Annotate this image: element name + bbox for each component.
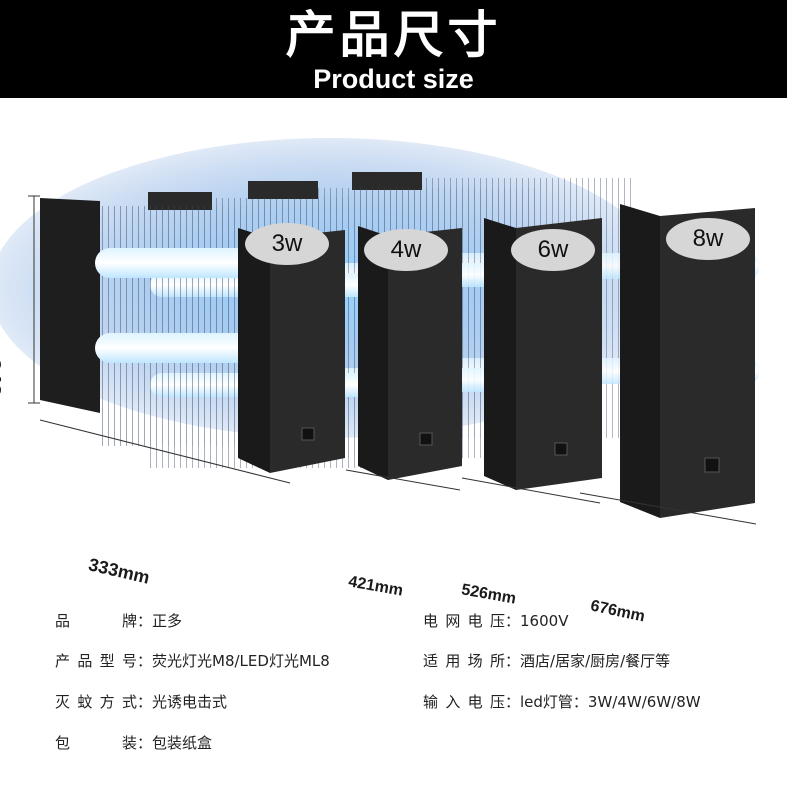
spec-value: 正多 <box>152 612 183 630</box>
spec-model: 产品型号：荧光灯光M8/LED灯光ML8 <box>55 652 330 670</box>
badge-6w: 6w <box>511 229 595 271</box>
spec-value: 光诱电击式 <box>152 693 228 711</box>
spec-value: led灯管：3W/4W/6W/8W <box>520 693 701 711</box>
page-subtitle: Product size <box>313 64 474 94</box>
device-6w-endcap <box>484 218 602 490</box>
badge-8w: 8w <box>666 218 750 260</box>
spec-label: 适用场所 <box>423 652 505 670</box>
spec-label: 电网电压 <box>423 612 505 630</box>
spec-usage: 适用场所：酒店/居家/厨房/餐厅等 <box>423 652 671 670</box>
width-dimension-lines <box>39 419 757 525</box>
device-4w-endcap <box>358 226 462 480</box>
page-title: 产品尺寸 <box>285 6 502 64</box>
spec-label: 包装 <box>55 734 137 752</box>
spec-label: 输入电压 <box>423 693 505 711</box>
product-illustration: 3w 4w 6w 8w 243mm 333mm 421mm 526mm 676m… <box>0 98 787 626</box>
spec-packaging: 包装：包装纸盒 <box>55 734 213 752</box>
spec-label: 品牌 <box>55 612 137 630</box>
device-8w-endcap <box>620 204 755 518</box>
badge-4w: 4w <box>364 229 448 271</box>
height-dimension-line <box>28 195 40 404</box>
spec-method: 灭蚊方式：光诱电击式 <box>55 693 228 711</box>
spec-list: 品牌：正多 产品型号：荧光灯光M8/LED灯光ML8 灭蚊方式：光诱电击式 包装… <box>0 600 787 787</box>
header-banner: 产品尺寸 Product size <box>0 0 787 98</box>
spec-value: 包装纸盒 <box>152 734 213 752</box>
badge-3w: 3w <box>245 223 329 265</box>
device-3w-endcap <box>238 228 345 473</box>
devices-drawing <box>0 138 760 525</box>
spec-value: 1600V <box>520 612 569 630</box>
spec-brand: 品牌：正多 <box>55 612 183 630</box>
spec-label: 产品型号 <box>55 652 137 670</box>
spec-value: 酒店/居家/厨房/餐厅等 <box>520 652 671 670</box>
spec-value: 荧光灯光M8/LED灯光ML8 <box>152 652 330 670</box>
height-dimension-label: 243mm <box>0 358 6 438</box>
spec-input-voltage: 输入电压：led灯管：3W/4W/6W/8W <box>423 693 701 711</box>
spec-grid-voltage: 电网电压：1600V <box>423 612 569 630</box>
spec-label: 灭蚊方式 <box>55 693 137 711</box>
